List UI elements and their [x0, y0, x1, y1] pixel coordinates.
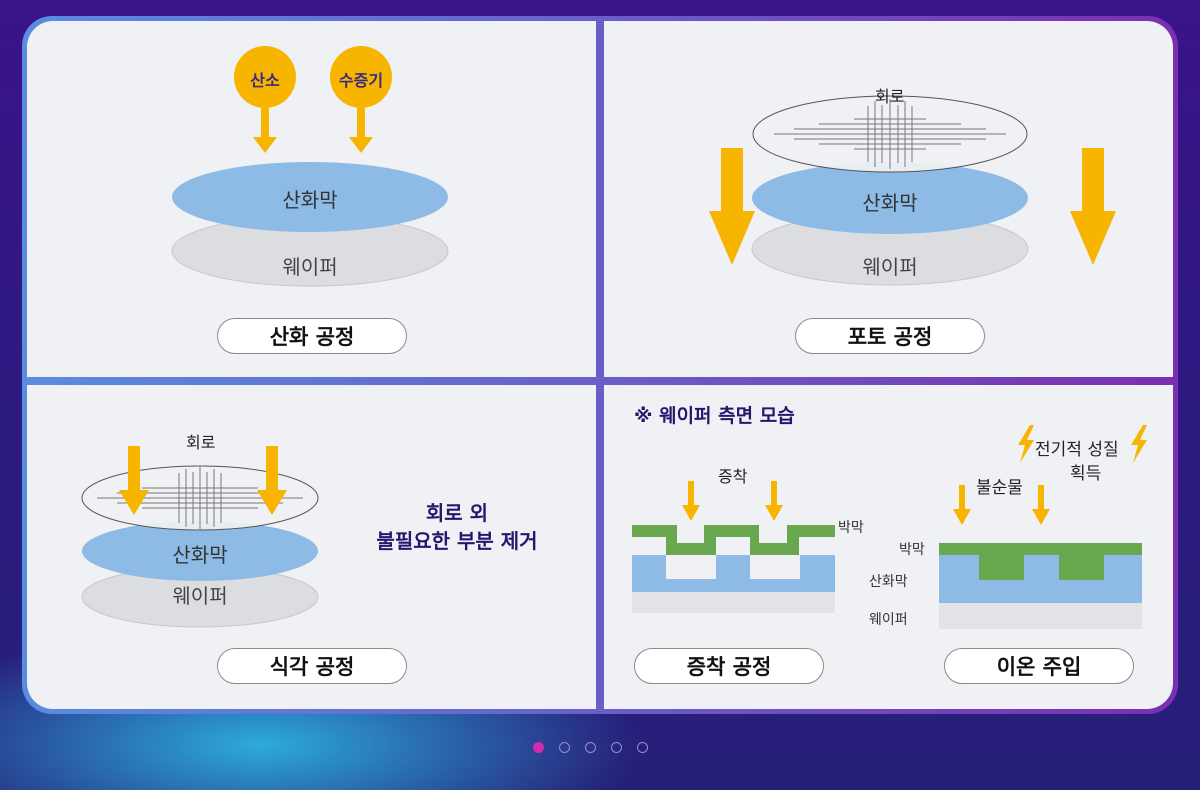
- wafer-label: 웨이퍼: [869, 612, 908, 628]
- ion-arrow-right: [1032, 485, 1050, 525]
- ion-implantation-title-pill: 이온 주입: [944, 648, 1134, 684]
- oxide-film-label: 산화막: [172, 543, 228, 567]
- thin-film-label-left: 박막: [899, 542, 925, 558]
- etching-panel: 회로 산화막 웨이퍼 회로 외 불필요한 부분 제거 식각 공정: [27, 385, 596, 709]
- etch-arrow-right: [257, 446, 287, 515]
- thin-film-label-right: 박막: [838, 520, 864, 536]
- etching-description-line2: 불필요한 부분 제거: [376, 529, 538, 553]
- pagination-dot[interactable]: [637, 742, 648, 753]
- ion-wafer-layer: [939, 603, 1142, 629]
- circuit-label: 회로: [875, 87, 905, 106]
- deposition-title-pill: 증착 공정: [634, 648, 824, 684]
- electrical-property-label-line1: 전기적 성질: [1035, 440, 1119, 460]
- oxide-film-label: 산화막: [282, 188, 338, 212]
- oxide-label: 산화막: [869, 574, 908, 590]
- circuit-pattern: [774, 99, 1006, 169]
- wafer-label: 웨이퍼: [862, 255, 918, 279]
- steam-bubble: [330, 46, 392, 108]
- oxygen-bubble: [234, 46, 296, 108]
- deposition-thin-film: [632, 525, 835, 555]
- ion-inner-film: [987, 555, 1096, 572]
- ion-arrow-left: [953, 485, 971, 525]
- lightning-icon: [1131, 425, 1147, 463]
- exposure-arrow-left: [709, 148, 755, 265]
- deposition-trench: [750, 555, 800, 579]
- pagination-dot[interactable]: [585, 742, 596, 753]
- wafer-label: 웨이퍼: [282, 255, 338, 279]
- oxidation-illustration: [171, 46, 449, 287]
- photo-title-pill: 포토 공정: [795, 318, 985, 354]
- oxide-disc: [752, 162, 1028, 234]
- pagination-dot[interactable]: [533, 742, 544, 753]
- oxidation-panel: 산소 수증기 산화막 웨이퍼 산화 공정: [27, 21, 596, 377]
- steam-arrow: [349, 108, 373, 153]
- oxidation-title-pill: 산화 공정: [217, 318, 407, 354]
- oxygen-arrow: [253, 108, 277, 153]
- deposition-label: 증착: [718, 467, 748, 486]
- pagination-dot[interactable]: [611, 742, 622, 753]
- etching-illustration: [81, 446, 319, 628]
- oxide-film-label: 산화막: [862, 191, 918, 215]
- circuit-label: 회로: [186, 433, 216, 452]
- side-view-note: ※ 웨이퍼 측면 모습: [634, 405, 795, 427]
- exposure-arrow-right: [1070, 148, 1116, 265]
- oxide-disc: [172, 162, 448, 232]
- etch-arrow-left: [119, 446, 149, 515]
- wafer-label: 웨이퍼: [172, 584, 228, 608]
- side-view-illustration: [632, 425, 1147, 629]
- steam-label: 수증기: [338, 71, 384, 90]
- side-view-panel: ※ 웨이퍼 측면 모습 증착 박막 박막 산화막 웨이퍼 불순물 전기적 성질 …: [604, 385, 1173, 709]
- impurity-label: 불순물: [976, 478, 1023, 498]
- lightning-icon: [1018, 425, 1034, 463]
- electrical-property-label-line2: 획득: [1070, 464, 1102, 484]
- process-diagram-board: 산소 수증기 산화막 웨이퍼 산화 공정: [22, 16, 1178, 714]
- oxide-disc: [82, 521, 318, 581]
- photo-illustration: [709, 95, 1116, 286]
- deposition-arrow-right: [765, 481, 783, 521]
- pagination-dot[interactable]: [559, 742, 570, 753]
- oxygen-label: 산소: [250, 71, 280, 90]
- pagination-dots: [533, 742, 648, 753]
- deposition-wafer-layer: [632, 592, 835, 613]
- deposition-oxide-layer: [632, 555, 835, 592]
- etching-description-line1: 회로 외: [425, 501, 489, 525]
- etching-title-pill: 식각 공정: [217, 648, 407, 684]
- deposition-trench: [666, 555, 716, 579]
- photo-panel: 회로 산화막 웨이퍼 포토 공정: [604, 21, 1173, 377]
- deposition-arrow-left: [682, 481, 700, 521]
